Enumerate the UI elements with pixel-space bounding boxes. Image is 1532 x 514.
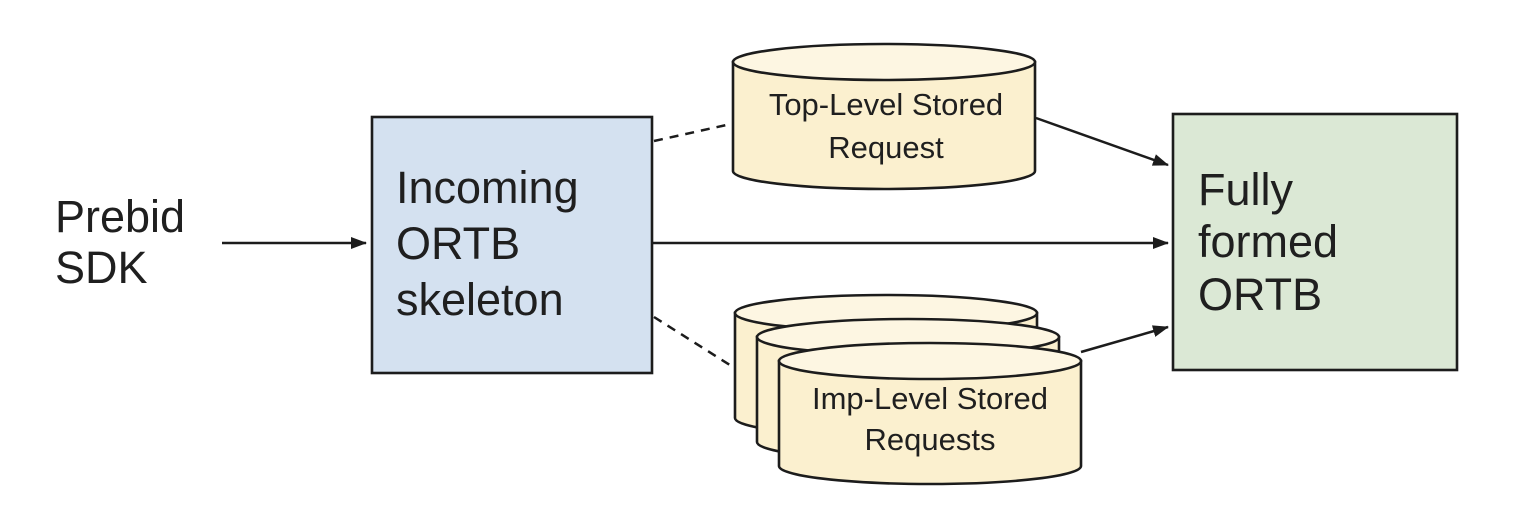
imp-stored-label-line1: Imp-Level Stored xyxy=(812,381,1048,416)
node-top-level-stored-request: Top-Level Stored Request xyxy=(731,42,1037,191)
edges xyxy=(222,116,1169,369)
top-stored-label-line2: Request xyxy=(828,130,944,165)
node-incoming-ortb-skeleton: Incoming ORTB skeleton xyxy=(370,115,654,375)
fully-formed-label-line2: formed xyxy=(1198,216,1338,267)
prebid-sdk-label-line2: SDK xyxy=(55,242,148,293)
fully-formed-label-line3: ORTB xyxy=(1198,269,1322,320)
edge-top-stored-to-fully-formed xyxy=(1035,116,1169,167)
edge-incoming-to-imp-stored xyxy=(653,315,734,369)
imp-stored-cylinder-front-body xyxy=(777,359,1083,486)
incoming-label-line3: skeleton xyxy=(396,274,564,325)
edge-imp-stored-to-fully-formed xyxy=(1080,325,1169,354)
top-stored-cylinder-top xyxy=(731,42,1037,82)
edge-incoming-to-top-stored xyxy=(653,122,732,143)
top-stored-cylinder-body xyxy=(731,60,1037,191)
fully-formed-box xyxy=(1171,112,1459,372)
incoming-label-line2: ORTB xyxy=(396,218,520,269)
prebid-sdk-label-line1: Prebid xyxy=(55,191,185,242)
top-stored-label-line1: Top-Level Stored xyxy=(769,87,1003,122)
node-imp-level-stored-requests: Imp-Level Stored Requests xyxy=(733,293,1083,486)
node-fully-formed-ortb: Fully formed ORTB xyxy=(1171,112,1459,372)
incoming-ortb-box xyxy=(370,115,654,375)
incoming-label-line1: Incoming xyxy=(396,162,579,213)
node-prebid-sdk: Prebid SDK xyxy=(55,191,185,293)
fully-formed-label-line1: Fully xyxy=(1198,164,1294,215)
imp-stored-label-line2: Requests xyxy=(865,422,996,457)
imp-stored-cylinder-front-top xyxy=(777,341,1083,381)
